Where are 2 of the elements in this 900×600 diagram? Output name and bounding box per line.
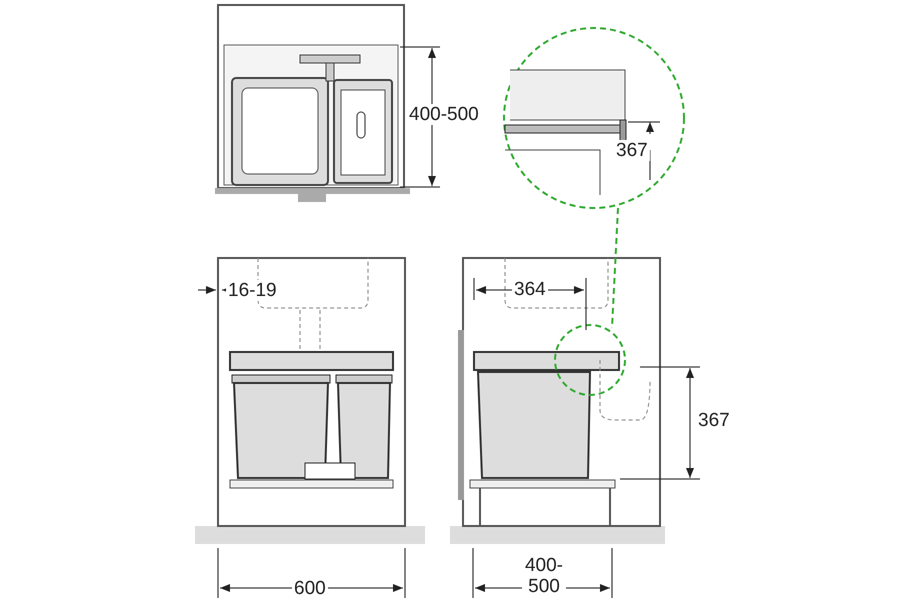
dimension-label: 16-19 [226, 280, 279, 301]
dimension-label: 400-500 [407, 104, 481, 125]
